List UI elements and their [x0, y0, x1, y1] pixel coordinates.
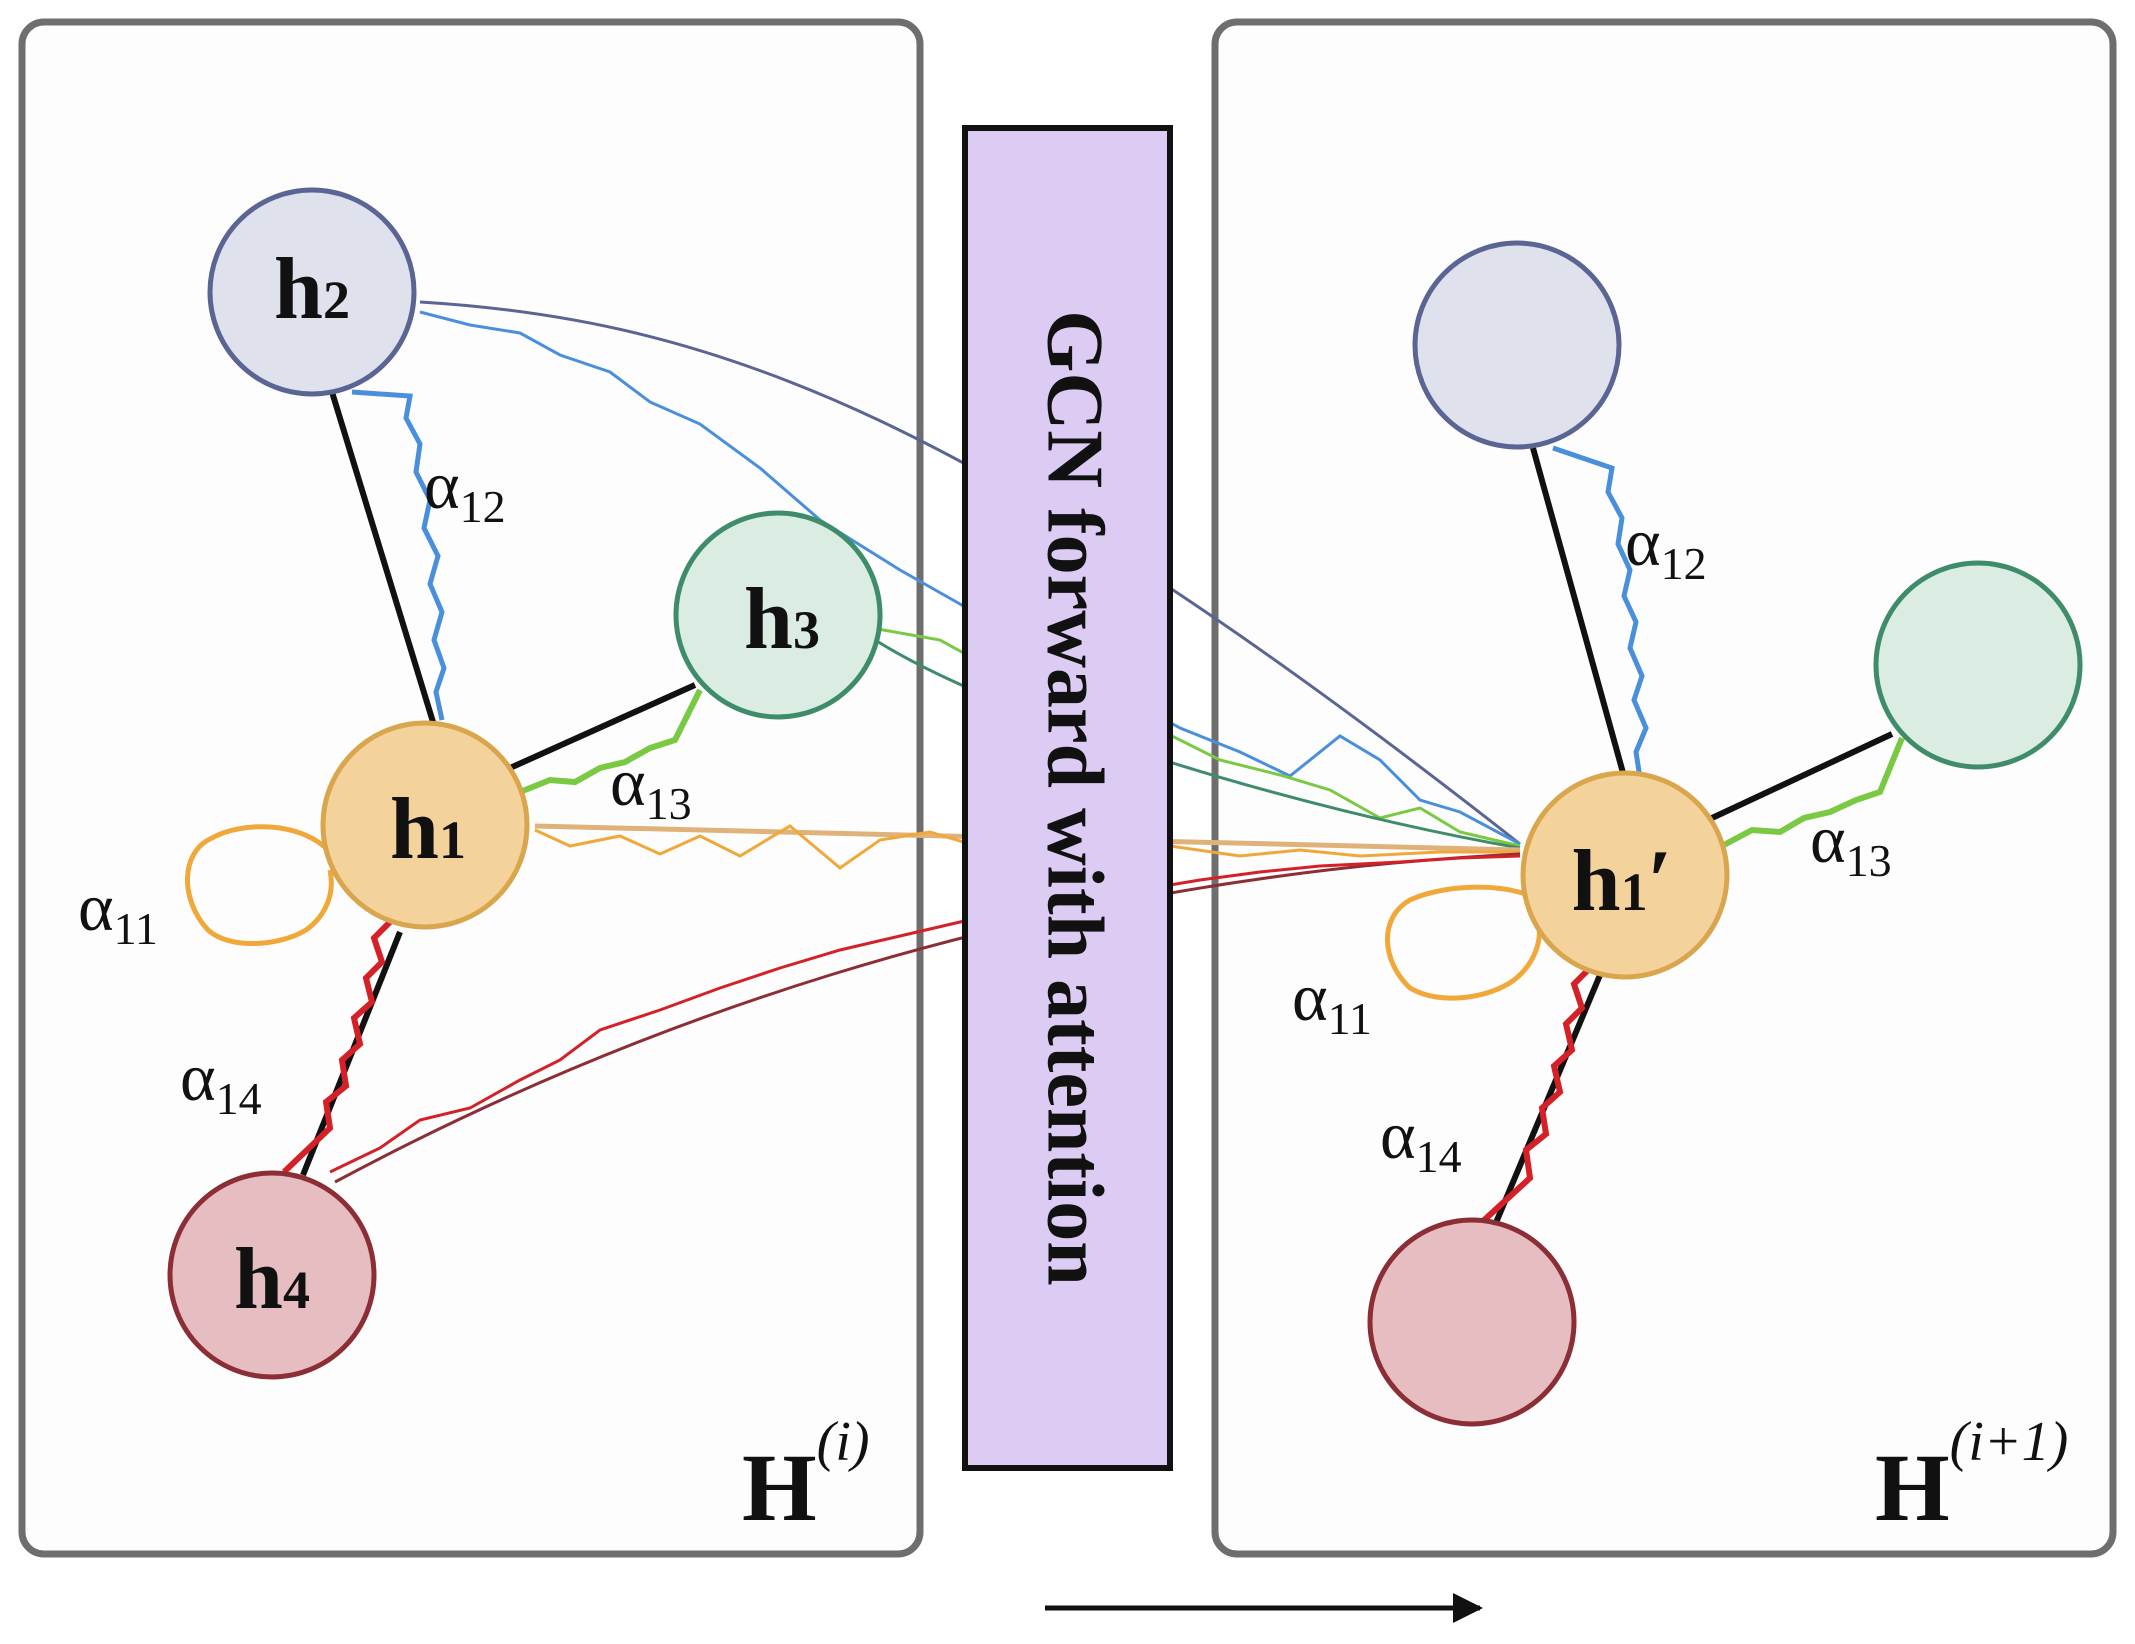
node-h2-letter: h	[274, 241, 323, 338]
gcn-block-label: GCN forward with attention	[1031, 310, 1119, 1285]
label-alpha-11-left: α11	[78, 869, 158, 954]
attn-h1p-h4	[1479, 965, 1593, 1225]
edge-h1p-h3	[1710, 731, 1894, 821]
svg-text:h4: h4	[234, 1231, 310, 1328]
attn-h1-h3	[518, 688, 703, 795]
attn-h1-h4	[281, 919, 393, 1175]
node-h1-prime-circle	[1520, 770, 1730, 980]
svg-text:h3: h3	[744, 571, 820, 668]
node-h1-letter: h	[390, 781, 439, 878]
edge-h1-h3	[508, 682, 697, 771]
svg-text:h2: h2	[274, 241, 350, 338]
attn-h1-h2	[351, 389, 447, 721]
node-right-3	[1873, 560, 2083, 770]
node-right-4-circle	[1367, 1217, 1577, 1427]
label-alpha-13-left: α13	[610, 744, 692, 829]
edge-h1-h2	[329, 391, 436, 723]
node-right-2	[1412, 240, 1622, 450]
flow-h1-orange	[534, 824, 1520, 870]
node-h1-circle	[320, 720, 530, 930]
node-h3: h3	[673, 510, 883, 720]
gcn-block: GCN forward with attention	[962, 125, 1173, 1471]
node-h2: h2	[207, 187, 417, 397]
attention-flows	[329, 300, 1521, 1184]
label-alpha-13-right: α13	[1810, 801, 1892, 886]
label-alpha-14-right: α14	[1380, 1097, 1462, 1182]
edge-h1p-h2	[1530, 447, 1628, 781]
node-right-4	[1367, 1217, 1577, 1427]
layer-label-left: H(i)	[742, 1411, 870, 1541]
attn-h1p-h3	[1720, 736, 1905, 849]
node-h1-prime-mark: ′	[1648, 833, 1673, 930]
node-h4-index: 4	[283, 1260, 310, 1320]
gcn-block-box	[962, 125, 1173, 1471]
svg-text:h1′: h1′	[1572, 833, 1673, 930]
layer-label-right: H(i+1)	[1875, 1411, 2068, 1541]
node-h2-circle	[207, 187, 417, 397]
attn-h1-self	[185, 824, 334, 947]
node-h3-letter: h	[744, 571, 793, 668]
node-h1-prime: h1′	[1520, 770, 1730, 980]
svg-text:h1: h1	[390, 781, 466, 878]
node-right-2-circle	[1412, 240, 1622, 450]
node-h3-index: 3	[793, 600, 820, 660]
node-h4-letter: h	[234, 1231, 283, 1328]
label-alpha-12-right: α12	[1625, 504, 1707, 589]
node-h2-index: 2	[323, 270, 350, 330]
node-h4-circle	[167, 1170, 377, 1380]
node-right-3-circle	[1873, 560, 2083, 770]
flow-h4-red	[329, 854, 1521, 1174]
attn-h1p-self	[1385, 884, 1542, 1001]
node-h1-prime-index: 1	[1621, 862, 1648, 922]
node-h4: h4	[167, 1170, 377, 1380]
label-alpha-12-left: α12	[424, 447, 506, 532]
attn-h1p-h2	[1552, 445, 1649, 779]
node-h1: h1	[320, 720, 530, 930]
right-graph: h1′ α12 α13 α11 α14 H(i+1)	[1292, 240, 2083, 1541]
node-h1-index: 1	[439, 810, 466, 870]
node-h1-prime-letter: h	[1572, 833, 1621, 930]
left-graph: h2 h3 h1 h4 α12 α13 α11 α14 H(i)	[78, 187, 883, 1541]
label-alpha-11-right: α11	[1292, 959, 1372, 1044]
node-h3-circle	[673, 510, 883, 720]
flow-h4-darkred	[334, 852, 1521, 1184]
label-alpha-14-left: α14	[180, 1039, 262, 1124]
flow-h2-navy	[419, 300, 1521, 846]
